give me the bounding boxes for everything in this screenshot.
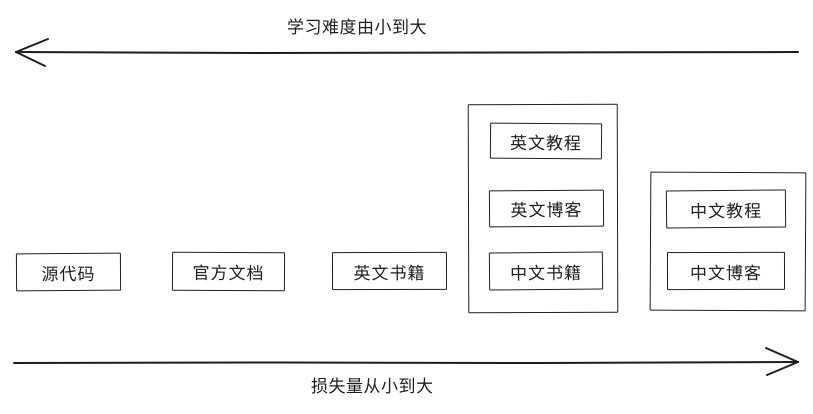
node-english-tutorial[interactable]: 英文教程 bbox=[489, 122, 603, 160]
node-source-code[interactable]: 源代码 bbox=[15, 252, 122, 292]
node-label: 官方文档 bbox=[192, 263, 265, 285]
node-label: 英文书籍 bbox=[353, 263, 426, 284]
node-english-books[interactable]: 英文书籍 bbox=[331, 251, 448, 291]
bottom-axis-label: 损失量从小到大 bbox=[311, 377, 434, 397]
node-label: 中文书籍 bbox=[509, 263, 583, 284]
node-chinese-blog[interactable]: 中文博客 bbox=[666, 251, 786, 291]
loss-axis-arrow bbox=[13, 347, 799, 376]
node-english-blog[interactable]: 英文博客 bbox=[488, 189, 605, 228]
node-official-docs[interactable]: 官方文档 bbox=[171, 251, 286, 292]
node-label: 英文教程 bbox=[509, 133, 583, 154]
difficulty-axis-arrow bbox=[15, 38, 799, 67]
node-chinese-tutorial[interactable]: 中文教程 bbox=[665, 189, 787, 229]
node-label: 中文博客 bbox=[689, 263, 763, 284]
top-axis-label: 学习难度由小到大 bbox=[287, 18, 427, 38]
node-label: 中文教程 bbox=[689, 201, 763, 222]
node-chinese-books[interactable]: 中文书籍 bbox=[488, 251, 604, 291]
node-label: 源代码 bbox=[41, 264, 96, 285]
node-label: 英文博客 bbox=[510, 200, 583, 222]
